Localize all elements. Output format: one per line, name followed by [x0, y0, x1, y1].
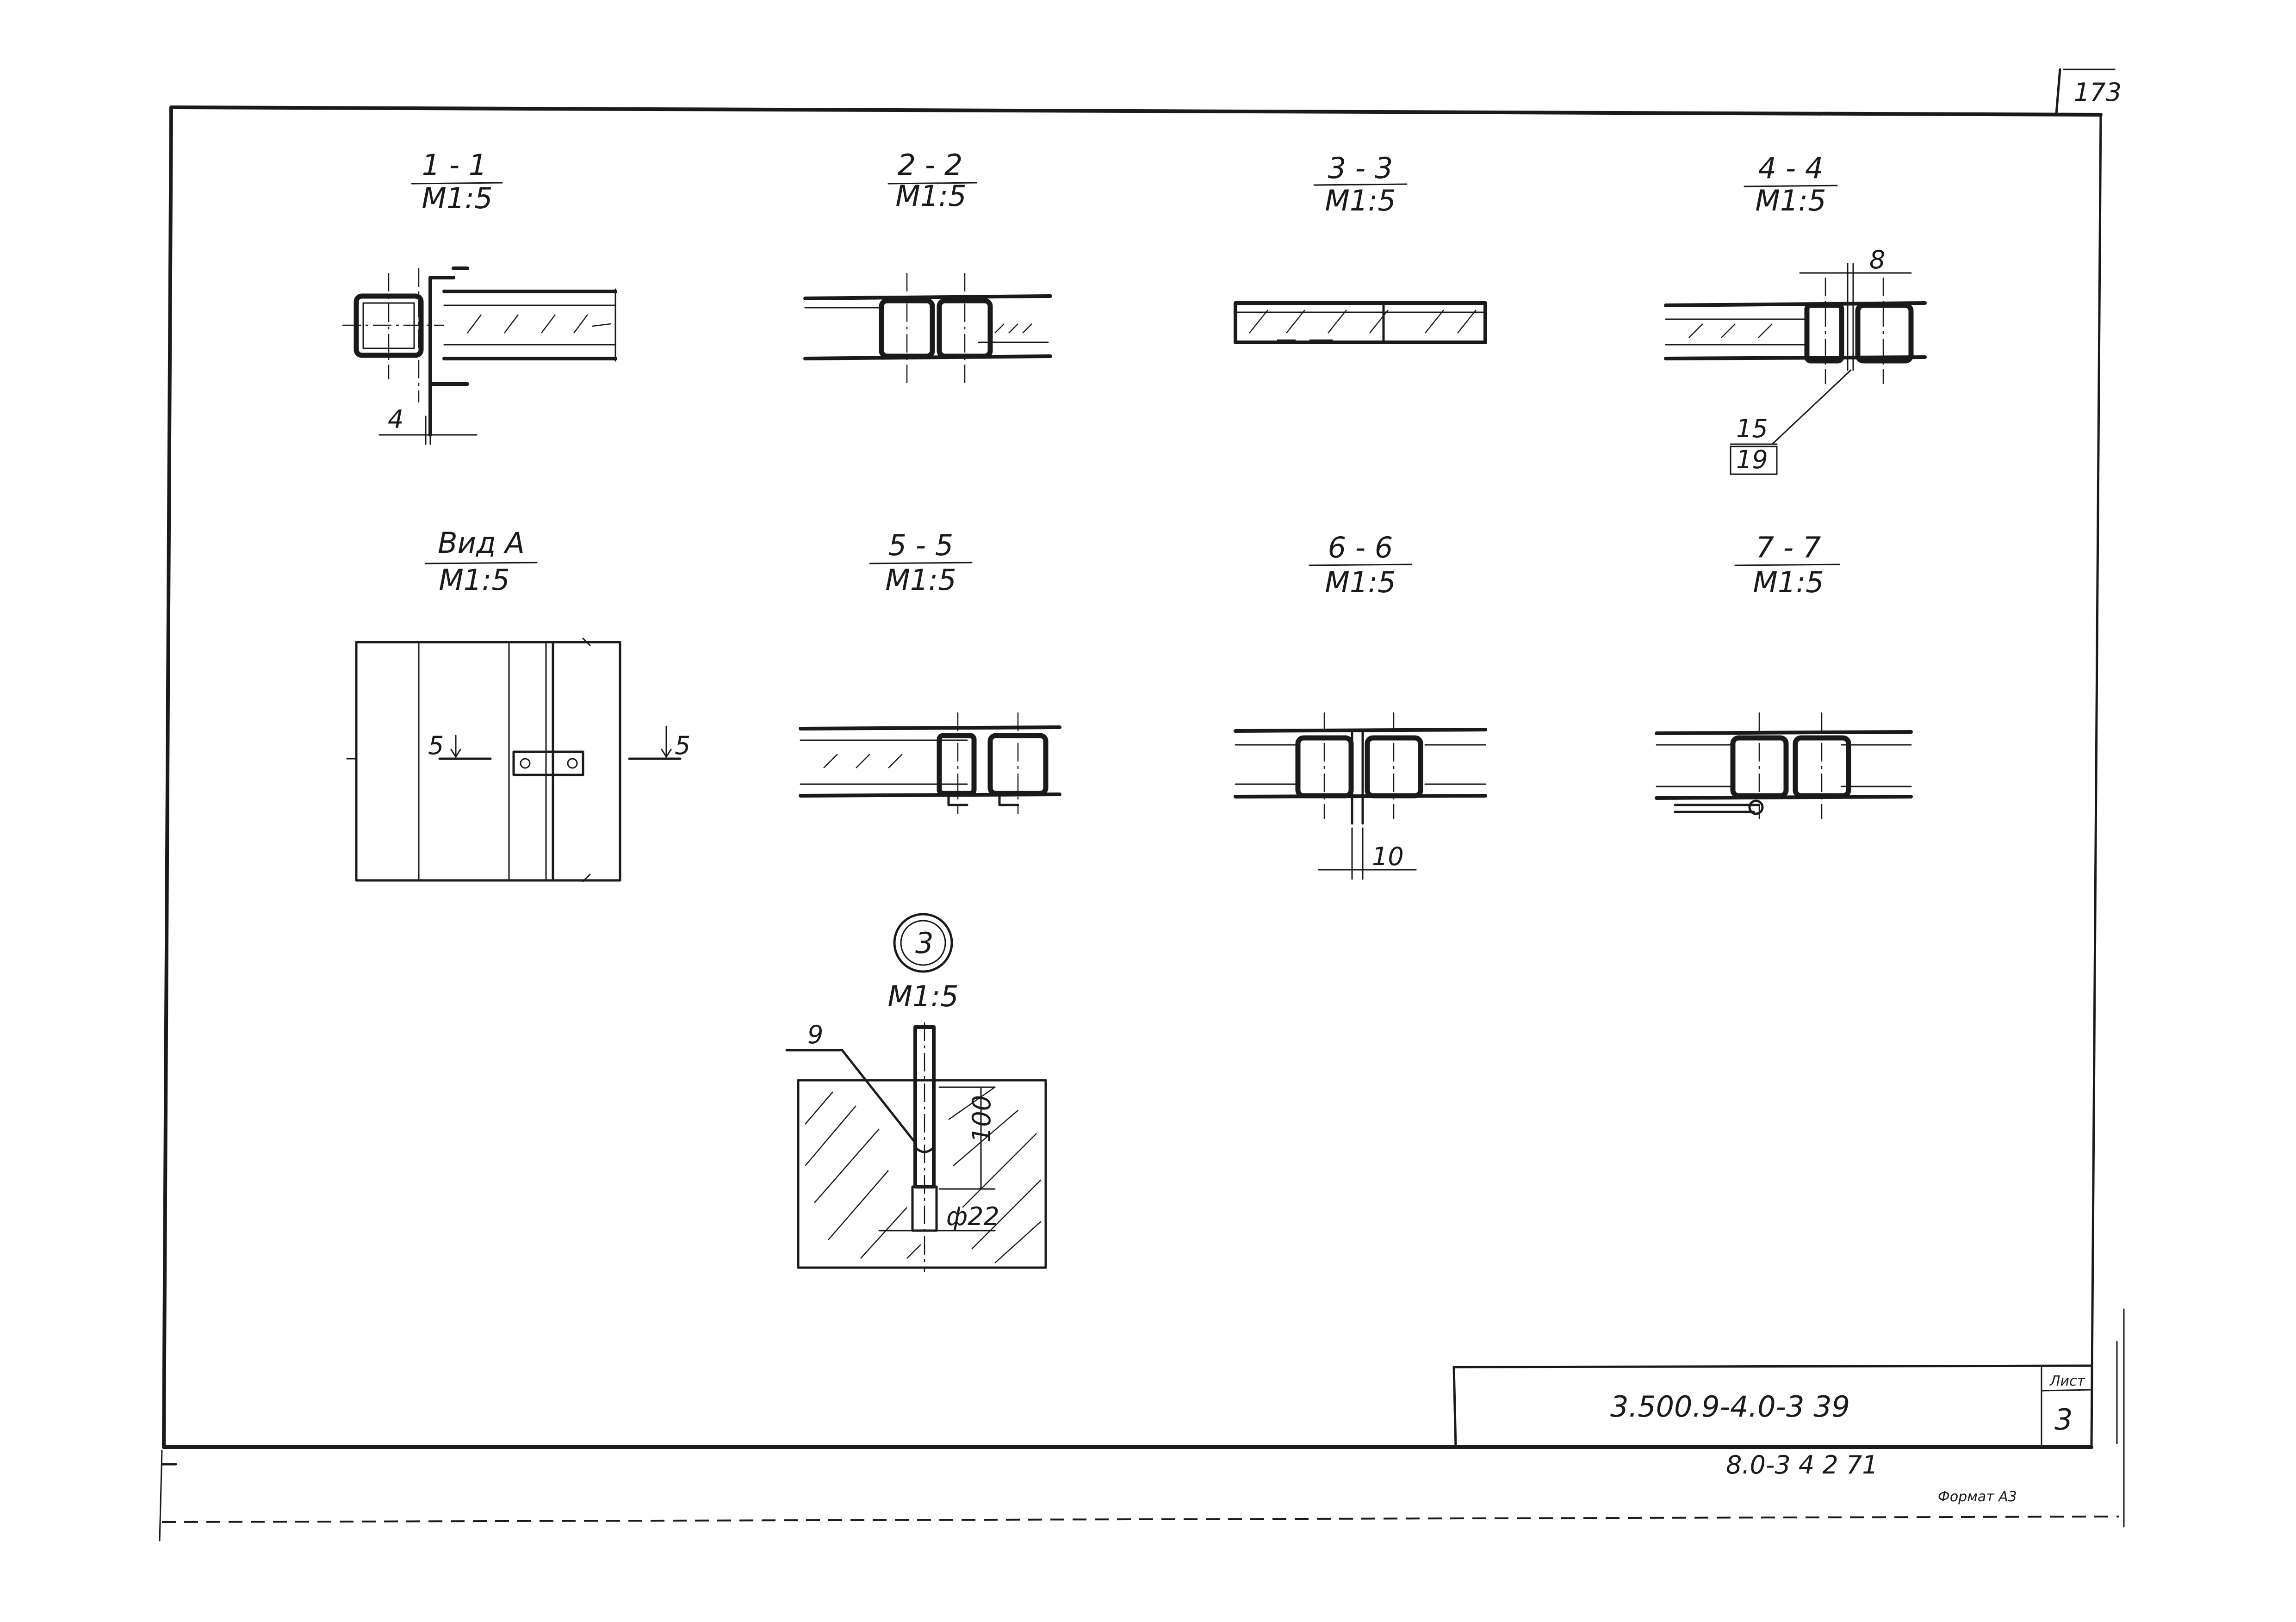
view-label: Вид А	[438, 526, 525, 560]
footer-code: 8.0-3 4 2 71	[1726, 1450, 1878, 1480]
view-1-1: 1 - 1 М1:5 4	[342, 148, 617, 445]
dim-d22: ф22	[946, 1202, 999, 1231]
view-6-6: 6 - 6 М1:5 10	[1234, 531, 1487, 880]
format-label: Формат А3	[1938, 1489, 2017, 1505]
callout-15: 15	[1736, 414, 1768, 443]
page-number: 173	[2074, 78, 2122, 107]
view-scale: М1:5	[422, 181, 492, 215]
cut-mark-5-left: 5	[428, 731, 444, 760]
view-label: 7 - 7	[1756, 531, 1821, 564]
title-block	[1452, 1364, 2093, 1448]
dim-4: 4	[388, 405, 403, 434]
view-scale: М1:5	[1325, 565, 1396, 599]
view-2-2: 2 - 2 М1:5	[803, 148, 1052, 384]
sheet-number: 3	[2054, 1403, 2073, 1436]
sheet-label: Лист	[2049, 1373, 2086, 1389]
dim-8: 8	[1869, 245, 1885, 274]
leader-9: 9	[807, 1020, 823, 1049]
view-scale: М1:5	[1325, 184, 1396, 217]
view-4-4: 4 - 4 М1:5 8 15 19	[1664, 151, 1927, 475]
cut-mark-5-right: 5	[675, 731, 690, 760]
view-label: 1 - 1	[422, 148, 487, 182]
view-label: 4 - 4	[1758, 151, 1824, 185]
detail-number: 3	[915, 926, 933, 960]
view-scale: М1:5	[1753, 565, 1824, 599]
detail-3: 3 М1:5 9 100 ф22	[785, 913, 1047, 1272]
view-scale: М1:5	[895, 179, 966, 213]
detail-scale: М1:5	[887, 979, 958, 1013]
view-label: 2 - 2	[898, 148, 963, 182]
view-label: 5 - 5	[888, 528, 954, 562]
dim-10: 10	[1372, 842, 1404, 871]
dim-100: 100	[967, 1095, 996, 1143]
view-5-5: 5 - 5 М1:5	[799, 528, 1061, 814]
view-scale: М1:5	[885, 563, 956, 597]
document-code: 3.500.9-4.0-3 39	[1610, 1390, 1850, 1424]
view-label: 6 - 6	[1328, 531, 1393, 564]
view-scale: М1:5	[1755, 184, 1826, 217]
view-scale: М1:5	[439, 563, 509, 597]
view-label: 3 - 3	[1328, 151, 1393, 185]
view-vid-a: Вид А М1:5 5 5	[346, 526, 690, 882]
callout-19: 19	[1736, 445, 1768, 474]
sheet-frame	[159, 68, 2125, 1542]
view-3-3: 3 - 3 М1:5	[1234, 151, 1487, 344]
view-7-7: 7 - 7 М1:5	[1655, 531, 1913, 819]
